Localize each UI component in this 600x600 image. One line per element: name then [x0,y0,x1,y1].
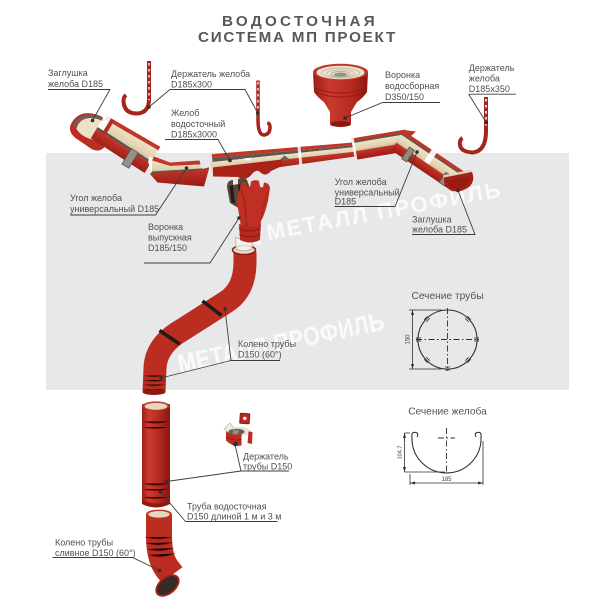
svg-text:универсальный D185: универсальный D185 [70,204,159,214]
svg-text:водосборная: водосборная [385,81,439,91]
svg-text:трубы D150: трубы D150 [243,462,292,472]
svg-text:150: 150 [406,334,412,345]
svg-text:185: 185 [441,477,452,483]
svg-text:Держатель желоба: Держатель желоба [171,69,250,79]
svg-text:водосточный: водосточный [171,119,225,129]
svg-text:Держатель: Держатель [243,452,289,462]
svg-text:D185х350: D185х350 [469,84,510,94]
svg-text:Желоб: Желоб [171,108,199,118]
svg-text:СИСТЕМА МП ПРОЕКТ: СИСТЕМА МП ПРОЕКТ [198,29,397,46]
svg-text:Угол желоба: Угол желоба [70,193,122,203]
svg-text:Колено трубы: Колено трубы [238,339,296,349]
svg-text:универсальный: универсальный [335,188,400,198]
svg-text:Держатель: Держатель [469,63,515,73]
svg-text:Труба водосточная: Труба водосточная [187,502,267,512]
svg-text:Сечение желоба: Сечение желоба [408,406,487,418]
svg-text:ВОДОСТОЧНАЯ: ВОДОСТОЧНАЯ [222,13,378,30]
svg-text:D150 (60°): D150 (60°) [238,350,282,360]
svg-text:Заглушка: Заглушка [48,68,88,78]
svg-text:D185/150: D185/150 [148,243,187,253]
svg-text:Заглушка: Заглушка [412,215,452,225]
svg-text:выпускная: выпускная [148,233,192,243]
svg-text:желоба D185: желоба D185 [48,79,103,89]
svg-text:Воронка: Воронка [148,222,183,232]
svg-text:Сечение трубы: Сечение трубы [411,290,483,302]
svg-text:D185х3000: D185х3000 [171,130,217,140]
svg-text:сливное D150 (60°): сливное D150 (60°) [55,548,136,558]
svg-text:Колено трубы: Колено трубы [55,538,113,548]
svg-text:D150 длиной 1 м и 3 м: D150 длиной 1 м и 3 м [187,512,281,522]
svg-text:Воронка: Воронка [385,70,420,80]
svg-text:Угол желоба: Угол желоба [335,177,387,187]
svg-text:D350/150: D350/150 [385,92,424,102]
svg-text:D185х300: D185х300 [171,80,212,90]
svg-text:104.7: 104.7 [398,446,404,460]
svg-text:желоба D185: желоба D185 [412,225,467,235]
svg-text:D185: D185 [335,197,357,207]
svg-text:желоба: желоба [469,74,500,84]
